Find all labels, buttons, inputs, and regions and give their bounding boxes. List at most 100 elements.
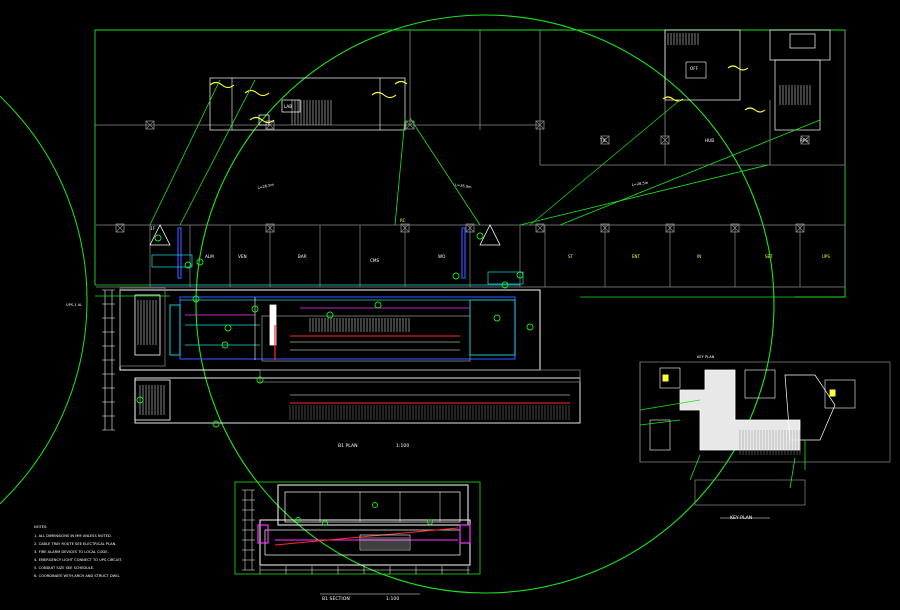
cad-rect <box>169 304 181 356</box>
cad-rect <box>694 479 806 506</box>
cad-circle <box>154 234 162 242</box>
cad-path <box>394 80 408 85</box>
cad-rect <box>824 379 856 409</box>
cad-circle <box>212 420 220 428</box>
main-plan-dimensions <box>95 289 170 431</box>
upper-stair-block <box>209 77 408 131</box>
cad-line <box>689 454 701 481</box>
cad-rect <box>487 271 524 285</box>
cad-line <box>179 79 256 226</box>
cad-rect <box>134 294 161 356</box>
cad-geometry <box>0 14 891 595</box>
cad-rect <box>259 369 581 383</box>
cad-circle <box>184 261 192 269</box>
cad-rect <box>730 223 740 233</box>
room-label: HUB <box>705 138 714 143</box>
cad-rect <box>261 315 471 362</box>
cad-circle <box>526 323 534 331</box>
cad-line <box>409 117 481 226</box>
cad-rect <box>662 374 669 382</box>
lower-corridor <box>134 369 581 424</box>
section-plan-title: B1 SECTION <box>322 596 350 602</box>
room-label: OFF <box>690 66 699 71</box>
cad-circle <box>224 324 232 332</box>
cad-circle <box>427 519 433 525</box>
cad-line <box>465 223 475 233</box>
cad-rect <box>359 534 411 551</box>
cad-line <box>639 419 681 426</box>
room-label: ALM <box>205 254 214 259</box>
cad-rect <box>600 135 610 145</box>
cad-path <box>149 224 171 246</box>
room-label: RPS <box>800 138 808 143</box>
cad-rect <box>535 120 545 130</box>
room-label: CMS <box>370 258 380 263</box>
cad-rect <box>277 484 469 526</box>
cad-rect <box>259 519 471 566</box>
cad-circle <box>322 520 328 526</box>
cad-circle <box>192 295 200 303</box>
upper-right-block <box>662 29 831 131</box>
cad-line <box>800 135 810 145</box>
room-label: TIC <box>599 138 607 143</box>
cad-line <box>665 223 675 233</box>
key-plan-labels: KEY PLAN KEY PLAN <box>697 355 752 521</box>
cad-circle <box>452 272 460 280</box>
cad-rect <box>461 227 466 279</box>
dimension-label: L=28.5m <box>632 181 649 187</box>
cad-line <box>394 117 406 226</box>
note-line: 5. CONDUIT SIZE SEE SCHEDULE. <box>34 566 94 570</box>
cad-path <box>479 224 501 246</box>
key-plan-header: KEY PLAN <box>697 355 715 359</box>
cad-rect <box>769 29 831 61</box>
room-label: BAR <box>298 254 307 259</box>
cad-rect <box>119 287 166 367</box>
cad-rect <box>829 389 836 397</box>
cad-rect <box>400 223 410 233</box>
cad-circle <box>372 502 378 508</box>
cad-rect <box>469 299 516 356</box>
cad-rect <box>800 135 810 145</box>
section-plan-scale: 1:100 <box>386 596 399 602</box>
room-label-yellow: UPS <box>822 254 830 259</box>
dimension-label: L=26.0m <box>455 183 472 189</box>
cad-line <box>795 223 805 233</box>
cad-rect <box>257 524 269 544</box>
cad-line <box>600 223 610 233</box>
cad-line <box>145 120 155 130</box>
cad-rect <box>151 254 193 268</box>
cad-line <box>529 99 681 226</box>
cad-line <box>535 223 545 233</box>
cad-rect <box>134 379 171 421</box>
cad-line <box>115 223 125 233</box>
cad-path <box>744 107 766 113</box>
cad-rect <box>664 29 741 101</box>
cad-circle <box>136 396 144 404</box>
cad-rect <box>284 491 461 523</box>
section-plan <box>234 481 481 595</box>
room-label-yellow: IN <box>697 254 701 259</box>
key-plan <box>639 361 891 519</box>
cad-rect <box>119 289 541 371</box>
key-plan-title: KEY PLAN <box>730 515 752 521</box>
note-line: 4. EMERGENCY LIGHT CONNECT TO UPS CIRCUI… <box>34 558 122 562</box>
room-label: VEN <box>238 254 247 259</box>
cad-line <box>535 120 545 130</box>
room-label: LAB <box>284 104 292 109</box>
green-leaders <box>149 79 821 226</box>
cad-rect <box>535 223 545 233</box>
cad-path <box>249 116 275 124</box>
notes-heading: NOTES: <box>34 525 47 529</box>
cad-rect <box>774 59 821 131</box>
room-label-yellow: SET <box>765 254 773 259</box>
cad-line <box>639 399 701 411</box>
cad-path <box>244 89 270 97</box>
note-line: 2. CABLE TRAY ROUTE SEE ELECTRICAL PLAN. <box>34 542 116 546</box>
cad-line <box>274 527 459 546</box>
cad-path <box>371 91 397 99</box>
cad-rect <box>744 369 776 399</box>
cad-path <box>784 374 836 441</box>
cad-line <box>265 120 275 130</box>
cad-circle <box>195 14 775 594</box>
